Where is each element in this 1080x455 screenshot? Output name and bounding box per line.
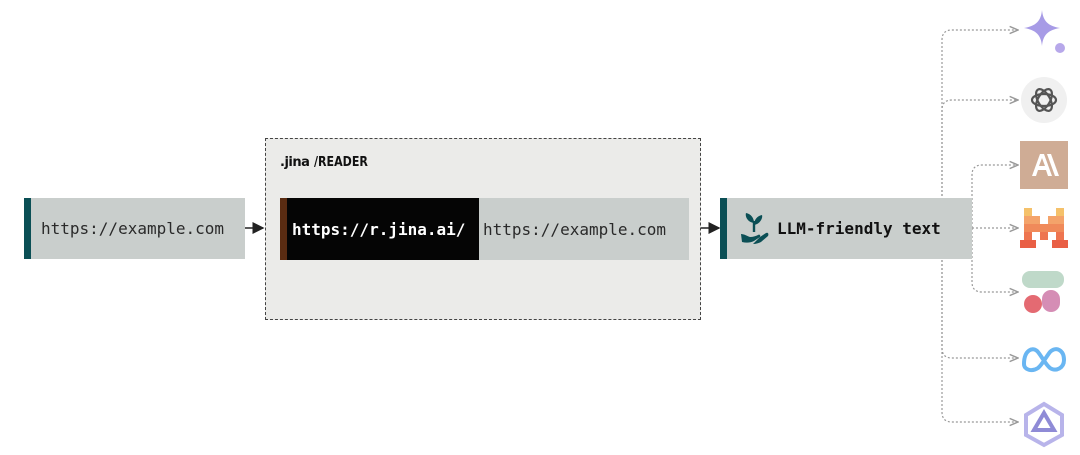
branch-gemini <box>941 30 1018 228</box>
reader-prefix-box: https://r.jina.ai/ <box>280 198 479 260</box>
input-url-box: https://example.com <box>24 198 245 259</box>
blob-shapes-icon <box>1020 268 1068 316</box>
branch-qwen <box>941 228 1018 422</box>
output-label: LLM-friendly text <box>777 219 941 238</box>
reader-url-row: https://r.jina.ai/ https://example.com <box>280 198 689 260</box>
reader-brand: .jina /READER <box>280 155 378 170</box>
anthropic-icon <box>1020 141 1068 189</box>
gemini-sparkle-icon <box>1020 6 1068 54</box>
mistral-icon <box>1020 204 1068 252</box>
branch-anthropic <box>971 165 1018 228</box>
reader-suffix-text: https://example.com <box>483 219 667 239</box>
branch-blob <box>971 228 1018 292</box>
input-url-text: https://example.com <box>41 219 225 238</box>
openai-icon <box>1020 76 1068 124</box>
reader-suffix-box: https://example.com <box>479 198 689 260</box>
output-box: LLM-friendly text <box>720 198 972 259</box>
jina-logo: .jina <box>280 155 310 170</box>
reader-container: .jina /READER https://r.jina.ai/ https:/… <box>265 138 701 320</box>
reader-prefix-text: https://r.jina.ai/ <box>292 219 466 239</box>
hand-plant-icon <box>741 212 769 244</box>
qwen-icon <box>1020 400 1068 448</box>
meta-infinity-icon <box>1020 334 1068 382</box>
reader-product-name: /READER <box>314 155 369 170</box>
